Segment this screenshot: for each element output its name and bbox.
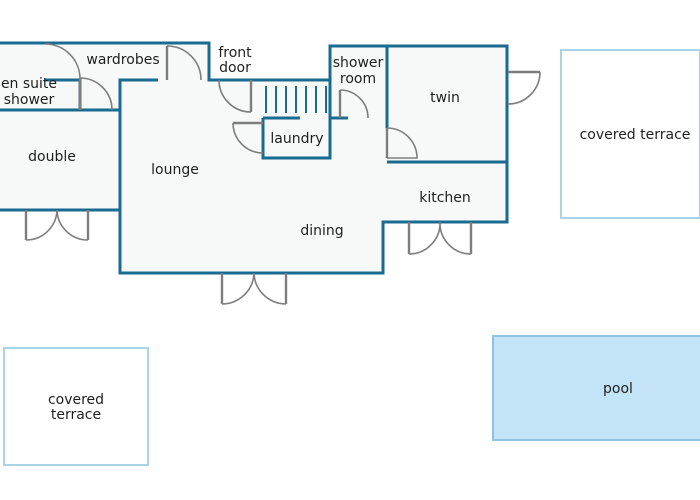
interior-wall-wardrobes (118, 78, 158, 110)
label-covered: covered (48, 392, 104, 408)
door-wardrobes-right[interactable] (165, 45, 202, 81)
label-wardrobes: wardrobes (86, 52, 159, 68)
covered-terrace-right[interactable] (560, 49, 700, 219)
door-twin[interactable] (385, 127, 418, 159)
pool[interactable] (492, 335, 700, 441)
front-door[interactable] (218, 79, 253, 113)
label-kitchen: kitchen (419, 190, 471, 206)
door-lounge-terrace[interactable] (220, 272, 288, 305)
label-lounge: lounge (151, 162, 199, 178)
label-laundry: laundry (270, 131, 323, 147)
door-shower-room[interactable] (338, 89, 369, 119)
label-double: double (28, 149, 76, 165)
label-front: front (218, 45, 252, 61)
label-twin: twin (430, 90, 460, 106)
door-twin-exterior[interactable] (507, 70, 541, 105)
label-shower-room-2: room (340, 71, 376, 87)
covered-terrace-left[interactable] (3, 347, 149, 466)
label-en-suite: en suite (1, 76, 57, 92)
house-floor (0, 43, 507, 273)
label-covered-terrace-right: covered terrace (580, 127, 691, 143)
door-ensuite[interactable] (78, 77, 113, 111)
interior-wall-double (80, 108, 122, 210)
label-shower: shower (4, 92, 55, 108)
door-laundry[interactable] (232, 121, 264, 154)
label-terrace: terrace (51, 407, 101, 423)
house-outer-wall (0, 41, 509, 275)
label-pool: pool (603, 381, 633, 397)
stairs (265, 86, 327, 113)
label-dining: dining (300, 223, 343, 239)
label-shower-room-1: shower (333, 55, 384, 71)
door-kitchen-terrace[interactable] (407, 221, 473, 255)
label-door: door (219, 60, 251, 76)
interior-wall-twin (385, 118, 507, 164)
door-double-terrace[interactable] (24, 209, 90, 241)
